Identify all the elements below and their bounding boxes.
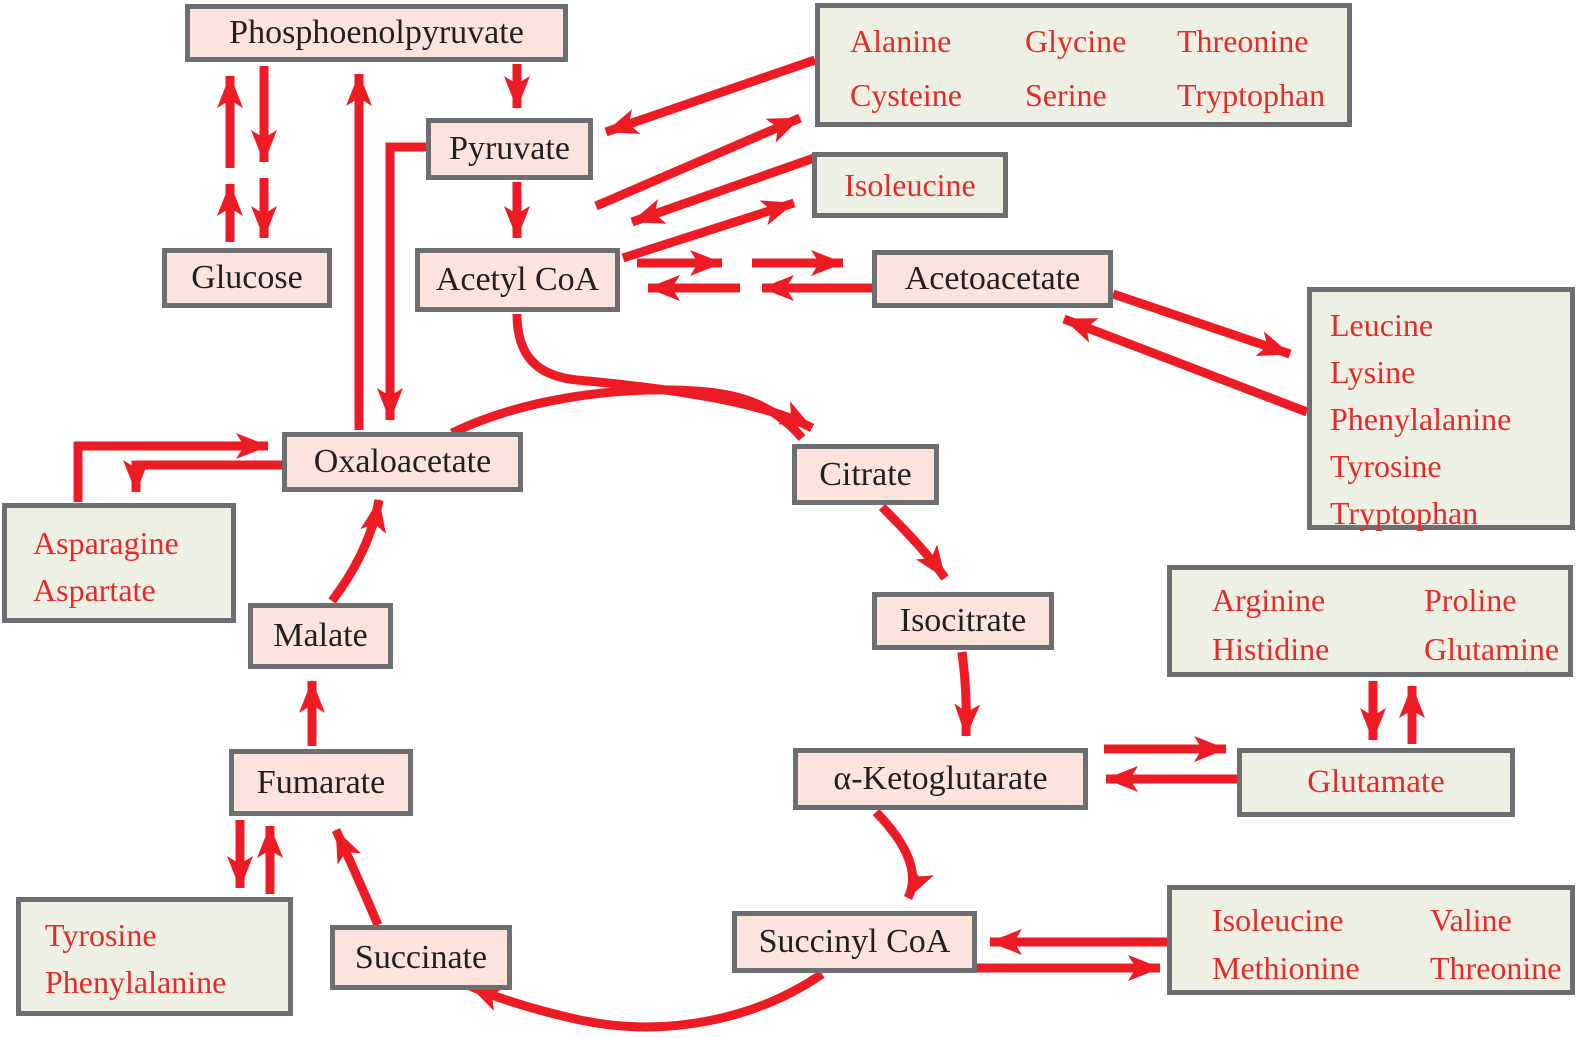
amino-group-oxaloacetate: Asparagine Aspartate [2, 503, 236, 623]
node-label: α-Ketoglutarate [833, 760, 1048, 797]
amino-group-glutamate: Arginine Proline Histidine Glutamine [1167, 565, 1573, 677]
arrow-aminogroup-to-pyruvate [604, 55, 817, 137]
node-pyruvate: Pyruvate [426, 118, 593, 180]
amino-acid-label: Tyrosine [1330, 448, 1442, 484]
arrow-akg-to-succinylcoa [872, 808, 934, 901]
amino-acid-label: Threonine [1430, 949, 1562, 986]
node-alpha-ketoglutarate: α-Ketoglutarate [793, 748, 1088, 810]
path-oxaloacetate-to-citrate [450, 385, 806, 441]
amino-acid-label: Tryptophan [1330, 495, 1479, 531]
arrow-isocitrate-to-akg [954, 651, 981, 737]
node-oxaloacetate: Oxaloacetate [282, 432, 523, 492]
amino-acid-label: Phenylalanine [45, 964, 227, 1000]
amino-acid-label: Leucine [1330, 307, 1434, 343]
node-citrate: Citrate [792, 444, 939, 505]
amino-acid-label: Glutamate [1307, 764, 1445, 800]
node-malate: Malate [248, 603, 393, 669]
amino-acid-label: Glutamine [1424, 630, 1560, 667]
amino-acid-label: Methionine [1212, 949, 1360, 986]
node-label: Succinyl CoA [758, 923, 951, 960]
arrow-acetoacetate-to-leucinegroup [1111, 289, 1292, 359]
node-acetoacetate: Acetoacetate [872, 250, 1113, 308]
amino-acid-label: Tyrosine [45, 917, 157, 953]
amino-group-acetoacetate: Leucine Lysine Phenylalanine Tyrosine Tr… [1307, 287, 1575, 531]
arrow-isoleucine-to-acetylcoa [630, 152, 819, 227]
amino-group-pyruvate: Alanine Glycine Threonine Cysteine Serin… [815, 3, 1352, 127]
node-label: Pyruvate [449, 130, 570, 167]
arrow-succinylcoa-to-succinate [468, 970, 825, 1032]
node-label: Acetyl CoA [435, 261, 600, 298]
node-label: Malate [273, 617, 368, 654]
amino-acid-label: Aspartate [33, 572, 156, 608]
node-label: Isocitrate [899, 602, 1027, 639]
amino-acid-label: Proline [1424, 582, 1517, 618]
node-label: Acetoacetate [904, 260, 1081, 297]
arrow-asparagine-to-oxaloacetate [73, 433, 269, 502]
arrow-acetylcoa-to-isoleucine [621, 198, 796, 263]
arrow-citrate-to-isocitrate [878, 503, 949, 581]
amino-acid-label: Serine [1025, 77, 1107, 113]
node-label: Oxaloacetate [313, 443, 492, 480]
amino-acid-label: Isoleucine [844, 166, 976, 203]
amino-acid-label: Alanine [850, 23, 952, 59]
node-phosphoenolpyruvate: Phosphoenolpyruvate [185, 4, 568, 62]
amino-acid-label: Phenylalanine [1330, 401, 1512, 437]
node-acetyl-coa: Acetyl CoA [415, 248, 620, 312]
amino-acid-label: Isoleucine [1212, 902, 1344, 938]
amino-acid-label: Arginine [1212, 582, 1326, 618]
node-label: Succinate [354, 938, 488, 976]
node-succinate: Succinate [330, 925, 512, 990]
node-fumarate: Fumarate [229, 749, 413, 816]
node-label: Citrate [819, 455, 912, 493]
node-label: Phosphoenolpyruvate [229, 14, 524, 51]
amino-acid-label: Valine [1430, 902, 1512, 938]
node-label: Fumarate [256, 763, 386, 801]
amino-acid-label: Lysine [1330, 354, 1416, 390]
node-glutamate: Glutamate [1237, 748, 1515, 817]
arrow-succinate-to-fumarate [331, 828, 383, 927]
amino-group-fumarate: Tyrosine Phenylalanine [16, 897, 293, 1016]
amino-group-succinyl-coa: Isoleucine Valine Methionine Threonine [1167, 885, 1575, 995]
arrow-malate-to-oxaloacetate [328, 499, 386, 604]
node-isocitrate: Isocitrate [872, 592, 1054, 650]
arrow-pyruvate-to-aminogroup [594, 113, 802, 211]
amino-acid-label: Tryptophan [1177, 77, 1326, 113]
node-glucose: Glucose [162, 248, 332, 308]
amino-group-acetyl-coa: Isoleucine [812, 152, 1008, 218]
amino-acid-label: Threonine [1177, 23, 1309, 59]
arrow-pyruvate-to-oxaloacetate [377, 142, 426, 421]
node-succinyl-coa: Succinyl CoA [732, 911, 977, 973]
arrow-oxaloacetate-to-asparagine [123, 460, 282, 493]
amino-acid-label: Histidine [1212, 630, 1330, 667]
node-label: Glucose [191, 259, 303, 296]
amino-acid-label: Glycine [1025, 23, 1127, 59]
amino-acid-label: Cysteine [850, 77, 962, 113]
arrow-leucinegroup-to-acetoacetate [1062, 314, 1309, 417]
amino-acid-label: Asparagine [33, 525, 179, 561]
